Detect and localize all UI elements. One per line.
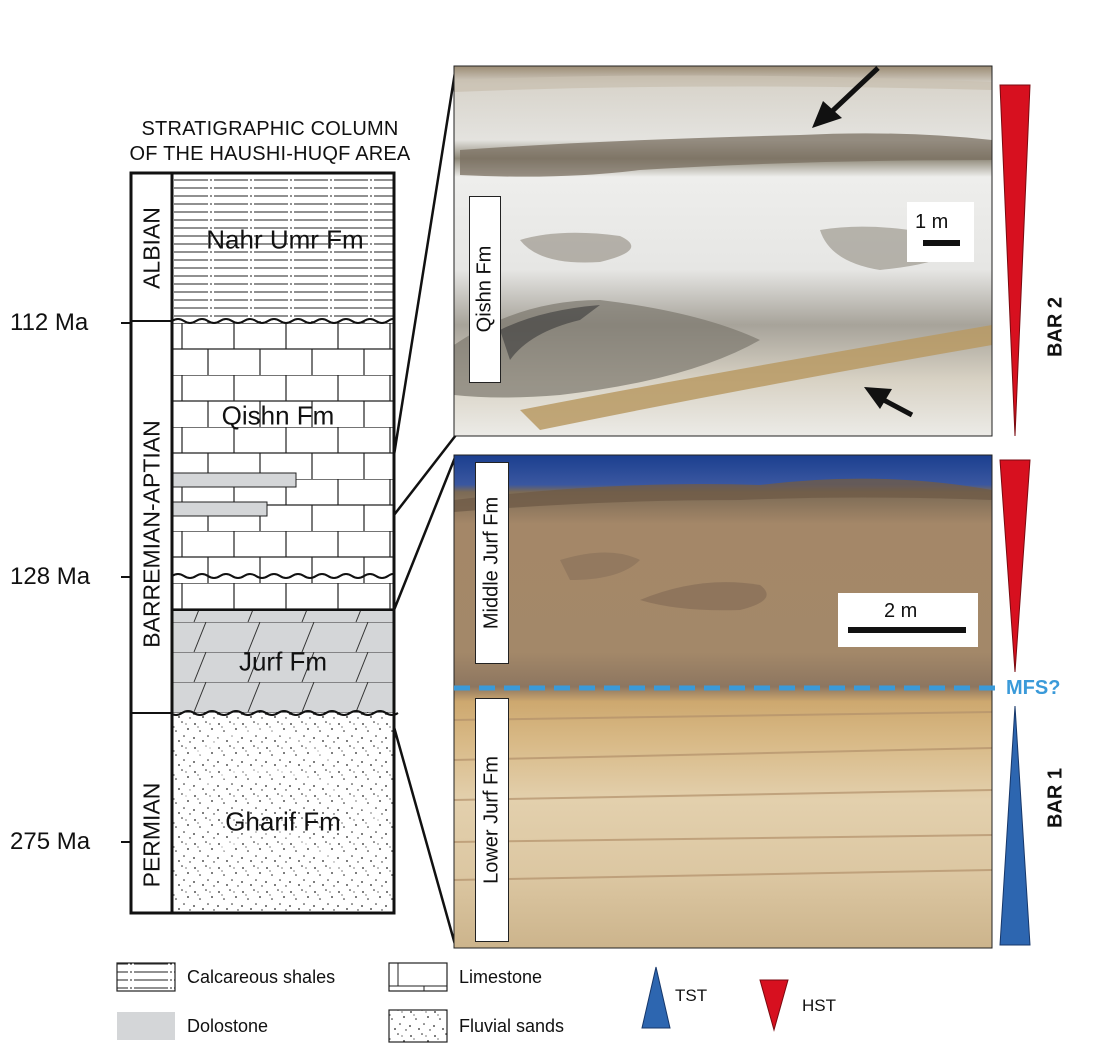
legend-label-limestone: Limestone bbox=[459, 967, 543, 987]
legend-label-fluvial-sands: Fluvial sands bbox=[459, 1016, 565, 1036]
dolostone-lens-1 bbox=[171, 472, 297, 488]
scale-bar-1m bbox=[923, 240, 960, 246]
arrow-icon-lower bbox=[864, 387, 914, 418]
qishn-outcrop-photo bbox=[453, 65, 993, 437]
age-label-128: 128 Ma bbox=[10, 563, 91, 590]
connector-lines bbox=[392, 65, 458, 949]
unconformity-112 bbox=[171, 318, 395, 324]
legend-label-calcareous-shales: Calcareous shales bbox=[187, 967, 336, 987]
scale-bar-2m bbox=[848, 627, 966, 633]
tst-legend-icon bbox=[641, 966, 671, 1029]
epoch-permian: PERMIAN bbox=[138, 782, 165, 888]
sequence-label-bar2: BAR 2 bbox=[1044, 296, 1067, 358]
epoch-strip bbox=[129, 171, 174, 915]
formation-label-qishn: Qishn Fm bbox=[221, 400, 335, 431]
column-title-line2: OF THE HAUSHI-HUQF AREA bbox=[129, 143, 411, 165]
hst-legend-icon bbox=[759, 979, 789, 1032]
column-title: STRATIGRAPHIC COLUMN OF THE HAUSHI-HUQF … bbox=[110, 117, 430, 167]
qishn-unit bbox=[172, 321, 394, 610]
scale-box-2m bbox=[838, 593, 978, 647]
hst-triangle-bar2 bbox=[999, 84, 1031, 437]
epoch-barremian-aptian: BARREMIAN-APTIAN bbox=[138, 420, 165, 648]
photo-label-middle-jurf: Middle Jurf Fm bbox=[480, 496, 503, 630]
legend-label-tst: TST bbox=[675, 986, 708, 1005]
sequence-label-bar1: BAR 1 bbox=[1044, 767, 1067, 829]
photo-label-qishn: Qishn Fm bbox=[473, 245, 496, 333]
formation-label-gharif: Gharif Fm bbox=[225, 806, 341, 837]
formation-label-jurf: Jurf Fm bbox=[238, 646, 328, 677]
scale-label-2m: 2 m bbox=[884, 600, 918, 622]
unconformity-base-jurf bbox=[133, 710, 399, 716]
legend-label-hst: HST bbox=[802, 996, 836, 1015]
tst-triangle-bar1 bbox=[999, 705, 1031, 946]
photo-label-box-middle-jurf: Middle Jurf Fm bbox=[475, 462, 509, 664]
photo-label-lower-jurf: Lower Jurf Fm bbox=[480, 756, 503, 884]
age-label-275: 275 Ma bbox=[10, 828, 91, 855]
arrow-icon-upper bbox=[812, 66, 880, 128]
dolostone-lens-2 bbox=[171, 501, 268, 517]
epoch-albian: ALBIAN bbox=[138, 207, 165, 289]
formation-label-nahr-umr: Nahr Umr Fm bbox=[206, 224, 364, 255]
nahr-umr-unit bbox=[172, 173, 394, 321]
age-label-112: 112 Ma bbox=[10, 309, 89, 336]
legend-label-dolostone: Dolostone bbox=[187, 1016, 269, 1036]
scale-label-1m: 1 m bbox=[915, 211, 949, 233]
mfs-label: MFS? bbox=[1006, 677, 1061, 699]
column-title-line1: STRATIGRAPHIC COLUMN bbox=[141, 118, 399, 140]
photo-label-box-lower-jurf: Lower Jurf Fm bbox=[475, 698, 509, 942]
stratigraphic-column bbox=[121, 171, 399, 915]
legend-symbols bbox=[116, 962, 789, 1043]
jurf-outcrop-photo bbox=[453, 454, 1002, 949]
jurf-unit bbox=[172, 610, 394, 713]
photo-label-box-qishn: Qishn Fm bbox=[469, 196, 501, 383]
hst-triangle-upper-bar1 bbox=[999, 459, 1031, 673]
scale-box-1m bbox=[907, 202, 974, 262]
unconformity-128 bbox=[171, 573, 395, 579]
